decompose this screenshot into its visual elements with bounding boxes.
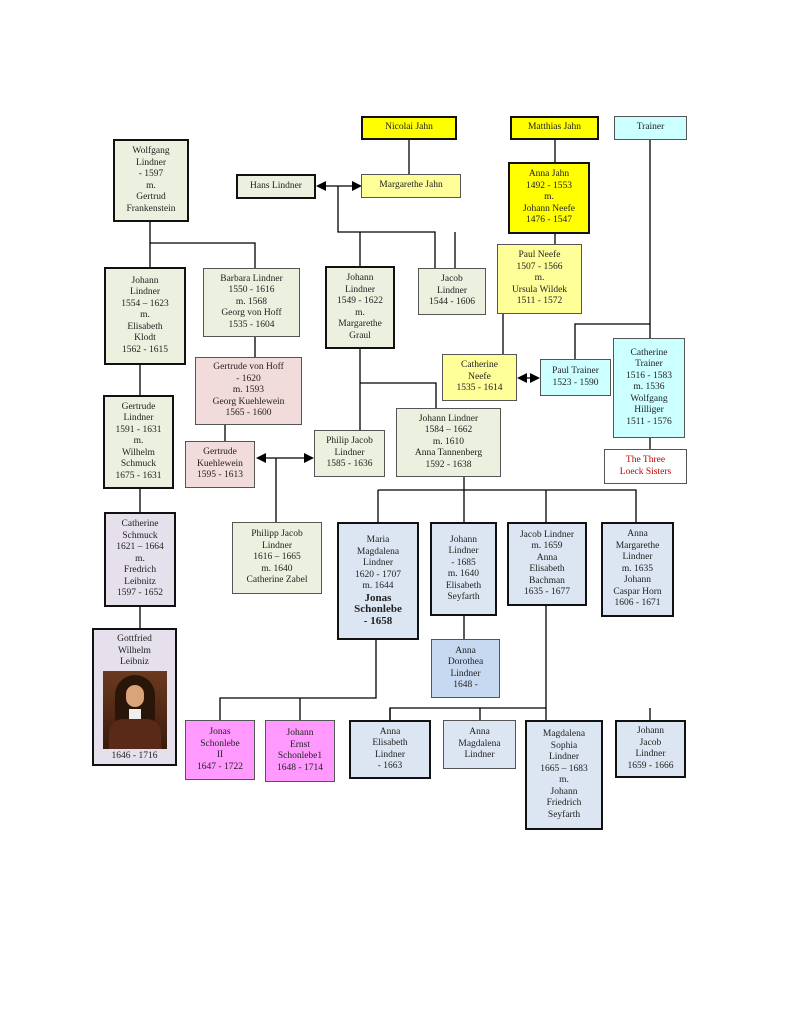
box-maria-magdalena: Maria Magdalena Lindner 1620 - 1707 m. 1… [337, 522, 419, 640]
box-trainer: Trainer [614, 116, 687, 140]
box-philip-jacob-lindner: Philip Jacob Lindner 1585 - 1636 [314, 430, 385, 477]
box-anna-elisabeth: Anna Elisabeth Lindner - 1663 [349, 720, 431, 779]
box-johann-ernst-schonlebe: Johann Ernst Schonlebe1 1648 - 1714 [265, 720, 335, 782]
box-anna-jahn: Anna Jahn 1492 - 1553 m. Johann Neefe 14… [508, 162, 590, 234]
box-johann-lindner-1549: Johann Lindner 1549 - 1622 m. Margarethe… [325, 266, 395, 349]
box-jonas-schonlebe-ii: Jonas Schonlebe II 1647 - 1722 [185, 720, 255, 780]
box-gertrude-kuehlewein: Gertrude Kuehlewein 1595 - 1613 [185, 441, 255, 488]
leibniz-portrait [102, 670, 167, 749]
box-catherine-trainer: Catherine Trainer 1516 - 1583 m. 1536 Wo… [613, 338, 685, 438]
box-anna-magdalena: Anna Magdalena Lindner [443, 720, 516, 769]
jonas-schonlebe-text: Jonas Schonlebe - 1658 [354, 591, 402, 627]
gottfried-dates: 1646 - 1716 [111, 750, 158, 761]
box-hans-lindner: Hans Lindner [236, 174, 316, 199]
box-wolfgang-lindner: Wolfgang Lindner - 1597 m. Gertrud Frank… [113, 139, 189, 222]
box-anna-dorothea: Anna Dorothea Lindner 1648 - [431, 639, 500, 698]
box-johann-lindner-1685: Johann Lindner - 1685 m. 1640 Elisabeth … [430, 522, 497, 616]
box-margarethe-jahn: Margarethe Jahn [361, 174, 461, 198]
box-paul-neefe: Paul Neefe 1507 - 1566 m. Ursula Wildek … [497, 244, 582, 314]
box-nicolai-jahn: Nicolai Jahn [361, 116, 457, 140]
box-johann-jacob: Johann Jacob Lindner 1659 - 1666 [615, 720, 686, 778]
box-philipp-jacob-1616: Philipp Jacob Lindner 1616 – 1665 m. 164… [232, 522, 322, 594]
box-anna-margarethe: Anna Margarethe Lindner m. 1635 Johann C… [601, 522, 674, 617]
box-barbara-lindner: Barbara Lindner 1550 - 1616 m. 1568 Geor… [203, 268, 300, 337]
box-gertrude-lindner: Gertrude Lindner 1591 - 1631 m. Wilhelm … [103, 395, 174, 489]
box-magdalena-sophia: Magdalena Sophia Lindner 1665 – 1683 m. … [525, 720, 603, 830]
gottfried-name: Gottfried Wilhelm Leibniz [117, 634, 152, 667]
box-jacob-lindner-1659: Jacob Lindner m. 1659 Anna Elisabeth Bac… [507, 522, 587, 606]
box-jacob-lindner-1544: Jacob Lindner 1544 - 1606 [418, 268, 486, 315]
loeck-sisters-label: The Three Loeck Sisters [619, 455, 672, 477]
box-matthias-jahn: Matthias Jahn [510, 116, 599, 140]
box-johann-lindner-1584: Johann Lindner 1584 – 1662 m. 1610 Anna … [396, 408, 501, 477]
box-three-loeck-sisters: The Three Loeck Sisters [604, 449, 687, 484]
box-paul-trainer: Paul Trainer 1523 - 1590 [540, 359, 611, 396]
box-johann-lindner-1554: Johann Lindner 1554 – 1623 m. Elisabeth … [104, 267, 186, 365]
maria-magdalena-text: Maria Magdalena Lindner 1620 - 1707 m. 1… [355, 535, 401, 591]
box-catherine-schmuck: Catherine Schmuck 1621 – 1664 m. Fredric… [104, 512, 176, 607]
box-catherine-neefe: Catherine Neefe 1535 - 1614 [442, 354, 517, 401]
box-gertrude-von-hoff: Gertrude von Hoff - 1620 m. 1593 Georg K… [195, 357, 302, 425]
box-gottfried-leibniz: Gottfried Wilhelm Leibniz 1646 - 1716 [92, 628, 177, 766]
